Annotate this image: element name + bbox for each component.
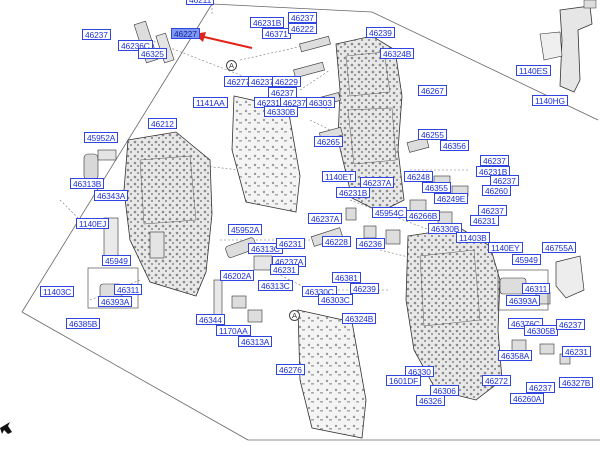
callout-46305b[interactable]: 46305B	[524, 325, 559, 336]
callout-46330b[interactable]: 46330B	[264, 106, 299, 117]
callout-46358a[interactable]: 46358A	[498, 350, 533, 361]
callout-46212[interactable]: 46212	[148, 118, 177, 129]
callout-46231[interactable]: 46231	[470, 215, 499, 226]
callout-46265[interactable]: 46265	[314, 136, 343, 147]
callout-46381[interactable]: 46381	[332, 272, 361, 283]
callout-46237[interactable]: 46237	[82, 29, 111, 40]
middle-valve-body	[123, 131, 213, 297]
callout-46239[interactable]: 46239	[350, 283, 379, 294]
callout-46325[interactable]: 46325	[138, 48, 167, 59]
callout-46237a[interactable]: 46237A	[308, 213, 343, 224]
callout-45954c[interactable]: 45954C	[372, 207, 407, 218]
callout-45952a[interactable]: 45952A	[228, 224, 263, 235]
callout-46237[interactable]: 46237	[288, 12, 317, 23]
callout-46249e[interactable]: 46249E	[434, 193, 469, 204]
callout-46303[interactable]: 46303	[306, 97, 335, 108]
callout-1140es[interactable]: 1140ES	[516, 65, 551, 76]
callout-46266b[interactable]: 46266B	[406, 210, 441, 221]
callout-46260a[interactable]: 46260A	[510, 393, 545, 404]
circle-marker-a-top: A	[226, 60, 237, 71]
callout-46231[interactable]: 46231	[562, 346, 591, 357]
callout-1140ej[interactable]: 1140EJ	[76, 218, 110, 229]
callout-46222[interactable]: 46222	[288, 23, 317, 34]
callout-46311[interactable]: 46311	[522, 283, 551, 294]
upper-valve-body	[335, 35, 405, 213]
callout-46231[interactable]: 46231	[270, 264, 299, 275]
highlight-arrow	[194, 32, 253, 49]
callout-46236c[interactable]: 46236C	[118, 40, 153, 51]
callout-46229[interactable]: 46229	[272, 76, 301, 87]
frame-lines	[21, 3, 600, 441]
callout-46344[interactable]: 46344	[196, 314, 225, 325]
callout-46276[interactable]: 46276	[276, 364, 305, 375]
callout-46324b[interactable]: 46324B	[380, 48, 415, 59]
callout-46211[interactable]: 46211	[186, 0, 215, 5]
circle-marker-a-bottom: A	[289, 310, 300, 321]
callout-46313c[interactable]: 46313C	[258, 280, 293, 291]
callout-11403b[interactable]: 11403B	[456, 232, 490, 243]
callout-46227-highlighted[interactable]: 46227	[171, 28, 200, 39]
callout-46237a[interactable]: 46237A	[360, 177, 395, 188]
corner-arrow-mark	[0, 422, 12, 434]
callout-46248[interactable]: 46248	[404, 171, 433, 182]
callout-46239[interactable]: 46239	[366, 27, 395, 38]
callout-46355[interactable]: 46355	[422, 182, 451, 193]
callout-46228[interactable]: 46228	[322, 236, 351, 247]
callout-46385b[interactable]: 46385B	[66, 318, 101, 329]
callout-46202a[interactable]: 46202A	[220, 270, 255, 281]
callout-46327b[interactable]: 46327B	[559, 377, 594, 388]
callout-46267[interactable]: 46267	[418, 85, 447, 96]
callout-46311[interactable]: 46311	[114, 284, 143, 295]
callout-46236[interactable]: 46236	[356, 238, 385, 249]
callout-46330b[interactable]: 46330B	[428, 223, 463, 234]
callout-46237[interactable]: 46237	[526, 382, 555, 393]
callout-46237[interactable]: 46237	[556, 319, 585, 330]
callout-1140et[interactable]: 1140ET	[322, 171, 357, 182]
callout-46371[interactable]: 46371	[262, 28, 291, 39]
callout-11403c[interactable]: 11403C	[40, 286, 75, 297]
callout-1141aa[interactable]: 1141AA	[193, 97, 228, 108]
callout-46231b[interactable]: 46231B	[250, 17, 285, 28]
callout-46755a[interactable]: 46755A	[542, 242, 577, 253]
callout-1140ey[interactable]: 1140EY	[488, 242, 523, 253]
callout-1140hg[interactable]: 1140HG	[532, 95, 568, 106]
callout-46313b[interactable]: 46313B	[70, 178, 105, 189]
bracket-top-right	[539, 0, 597, 93]
callout-45949[interactable]: 45949	[102, 255, 131, 266]
separator-plate-bottom	[297, 309, 367, 439]
callout-46255[interactable]: 46255	[418, 129, 447, 140]
callout-45949[interactable]: 45949	[512, 254, 541, 265]
callout-46231b[interactable]: 46231B	[336, 187, 371, 198]
callout-46393a[interactable]: 46393A	[506, 295, 541, 306]
callout-46237[interactable]: 46237	[480, 155, 509, 166]
callout-46272[interactable]: 46272	[482, 375, 511, 386]
callout-46303c[interactable]: 46303C	[318, 294, 353, 305]
callout-46324b[interactable]: 46324B	[342, 313, 377, 324]
callout-45952a[interactable]: 45952A	[84, 132, 119, 143]
bracket-right	[555, 255, 585, 299]
callout-46326[interactable]: 46326	[416, 395, 445, 406]
callout-46343a[interactable]: 46343A	[94, 190, 129, 201]
callout-1170aa[interactable]: 1170AA	[216, 325, 251, 336]
callout-46260[interactable]: 46260	[482, 185, 511, 196]
callout-46231[interactable]: 46231	[276, 238, 305, 249]
callout-1601df[interactable]: 1601DF	[386, 375, 422, 386]
callout-46313a[interactable]: 46313A	[238, 336, 273, 347]
callout-46393a[interactable]: 46393A	[98, 296, 133, 307]
callout-46356[interactable]: 46356	[440, 140, 469, 151]
